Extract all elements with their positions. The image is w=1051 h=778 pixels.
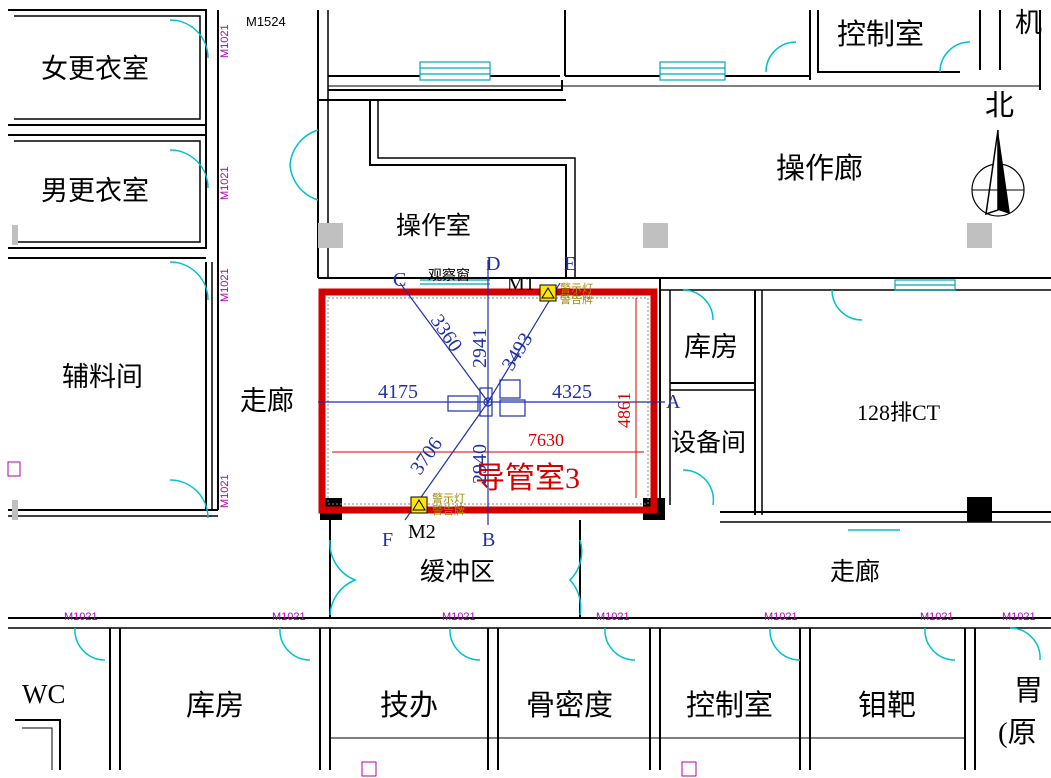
bone-density-label: 骨密度 <box>526 689 613 722</box>
door-tag: M1021 <box>1002 611 1036 623</box>
columns <box>12 223 992 520</box>
supply-room-label: 辅料间 <box>62 362 143 392</box>
door-tag: M1021 <box>272 611 306 623</box>
molybdenum-target-label: 钼靶 <box>858 689 916 722</box>
door-tag: M1021 <box>219 24 231 58</box>
dimension-inner-width: 7630 <box>528 430 564 450</box>
east-storage-label: 库房 <box>684 332 738 362</box>
door-m1524-label: M1524 <box>246 14 286 29</box>
south-corridor-label: 走廊 <box>830 558 880 586</box>
red-dimension-lines <box>332 298 644 498</box>
top-control-room-label: 控制室 <box>837 18 924 51</box>
gastro-partial-label: 胃 <box>1014 675 1043 707</box>
point-d-label: D <box>486 253 500 275</box>
warning-sign-icon <box>539 284 557 302</box>
cath-lab-label: 导管室3 <box>475 462 580 495</box>
door-tag: M1021 <box>442 611 476 623</box>
point-a-label: A <box>666 391 681 413</box>
dimension-to-f: 3706 <box>406 433 447 478</box>
door-swings <box>74 19 1041 661</box>
dimension-inner-height: 4861 <box>614 392 634 428</box>
male-locker-label: 男更衣室 <box>41 176 149 206</box>
dimension-to-b: 2940 <box>469 444 491 484</box>
dimension-east: 4325 <box>552 381 592 403</box>
warning-sign-label: 警告牌 <box>560 292 593 306</box>
door-m2-label: M2 <box>408 521 436 543</box>
door-tag: M1021 <box>64 611 98 623</box>
door-tag: M1021 <box>764 611 798 623</box>
observation-window-label: 观察窗 <box>428 267 470 284</box>
windows <box>419 61 956 291</box>
c-arm-table <box>447 379 526 417</box>
door-tag: M1021 <box>920 611 954 623</box>
point-c-label: C <box>393 269 406 291</box>
north-label: 北 <box>985 90 1014 122</box>
female-locker-label: 女更衣室 <box>41 54 149 84</box>
bottom-storage-label: 库房 <box>186 689 244 722</box>
door-tag: M1021 <box>219 166 231 200</box>
warning-sign-icon <box>410 496 428 514</box>
north-arrow-icon <box>971 129 1025 217</box>
dimension-to-c: 3360 <box>426 310 467 355</box>
electrical-outlet-icon <box>7 461 697 777</box>
warning-light-label: 警示灯 <box>560 281 593 295</box>
wc-label: WC <box>22 679 66 709</box>
door-tag: M1021 <box>596 611 630 623</box>
point-b-label: B <box>482 529 495 551</box>
operation-corridor-label: 操作廊 <box>776 152 863 185</box>
original-partial-label: (原 <box>998 717 1037 749</box>
point-e-label: E <box>564 253 576 275</box>
operation-room-label: 操作室 <box>396 212 471 240</box>
dimension-to-d: 2941 <box>469 328 491 368</box>
door-m1-label: M1 <box>507 273 535 295</box>
equipment-room-label: 设备间 <box>671 429 746 457</box>
machine-room-partial-label: 机 <box>1015 8 1042 38</box>
technical-office-label: 技办 <box>380 689 438 722</box>
door-tag: M1021 <box>219 474 231 508</box>
west-corridor-label: 走廊 <box>240 386 294 416</box>
bottom-control-room-label: 控制室 <box>686 689 773 722</box>
point-f-label: F <box>382 529 393 551</box>
warning-sign-label: 警告牌 <box>432 503 465 517</box>
dimension-to-e: 3493 <box>498 329 538 375</box>
dimension-west: 4175 <box>378 381 418 403</box>
buffer-zone-label: 缓冲区 <box>420 558 495 586</box>
warning-light-label: 警示灯 <box>432 491 465 505</box>
door-tag: M1021 <box>219 268 231 302</box>
ct-room-label: 128排CT <box>857 400 941 425</box>
walls <box>8 9 1051 770</box>
